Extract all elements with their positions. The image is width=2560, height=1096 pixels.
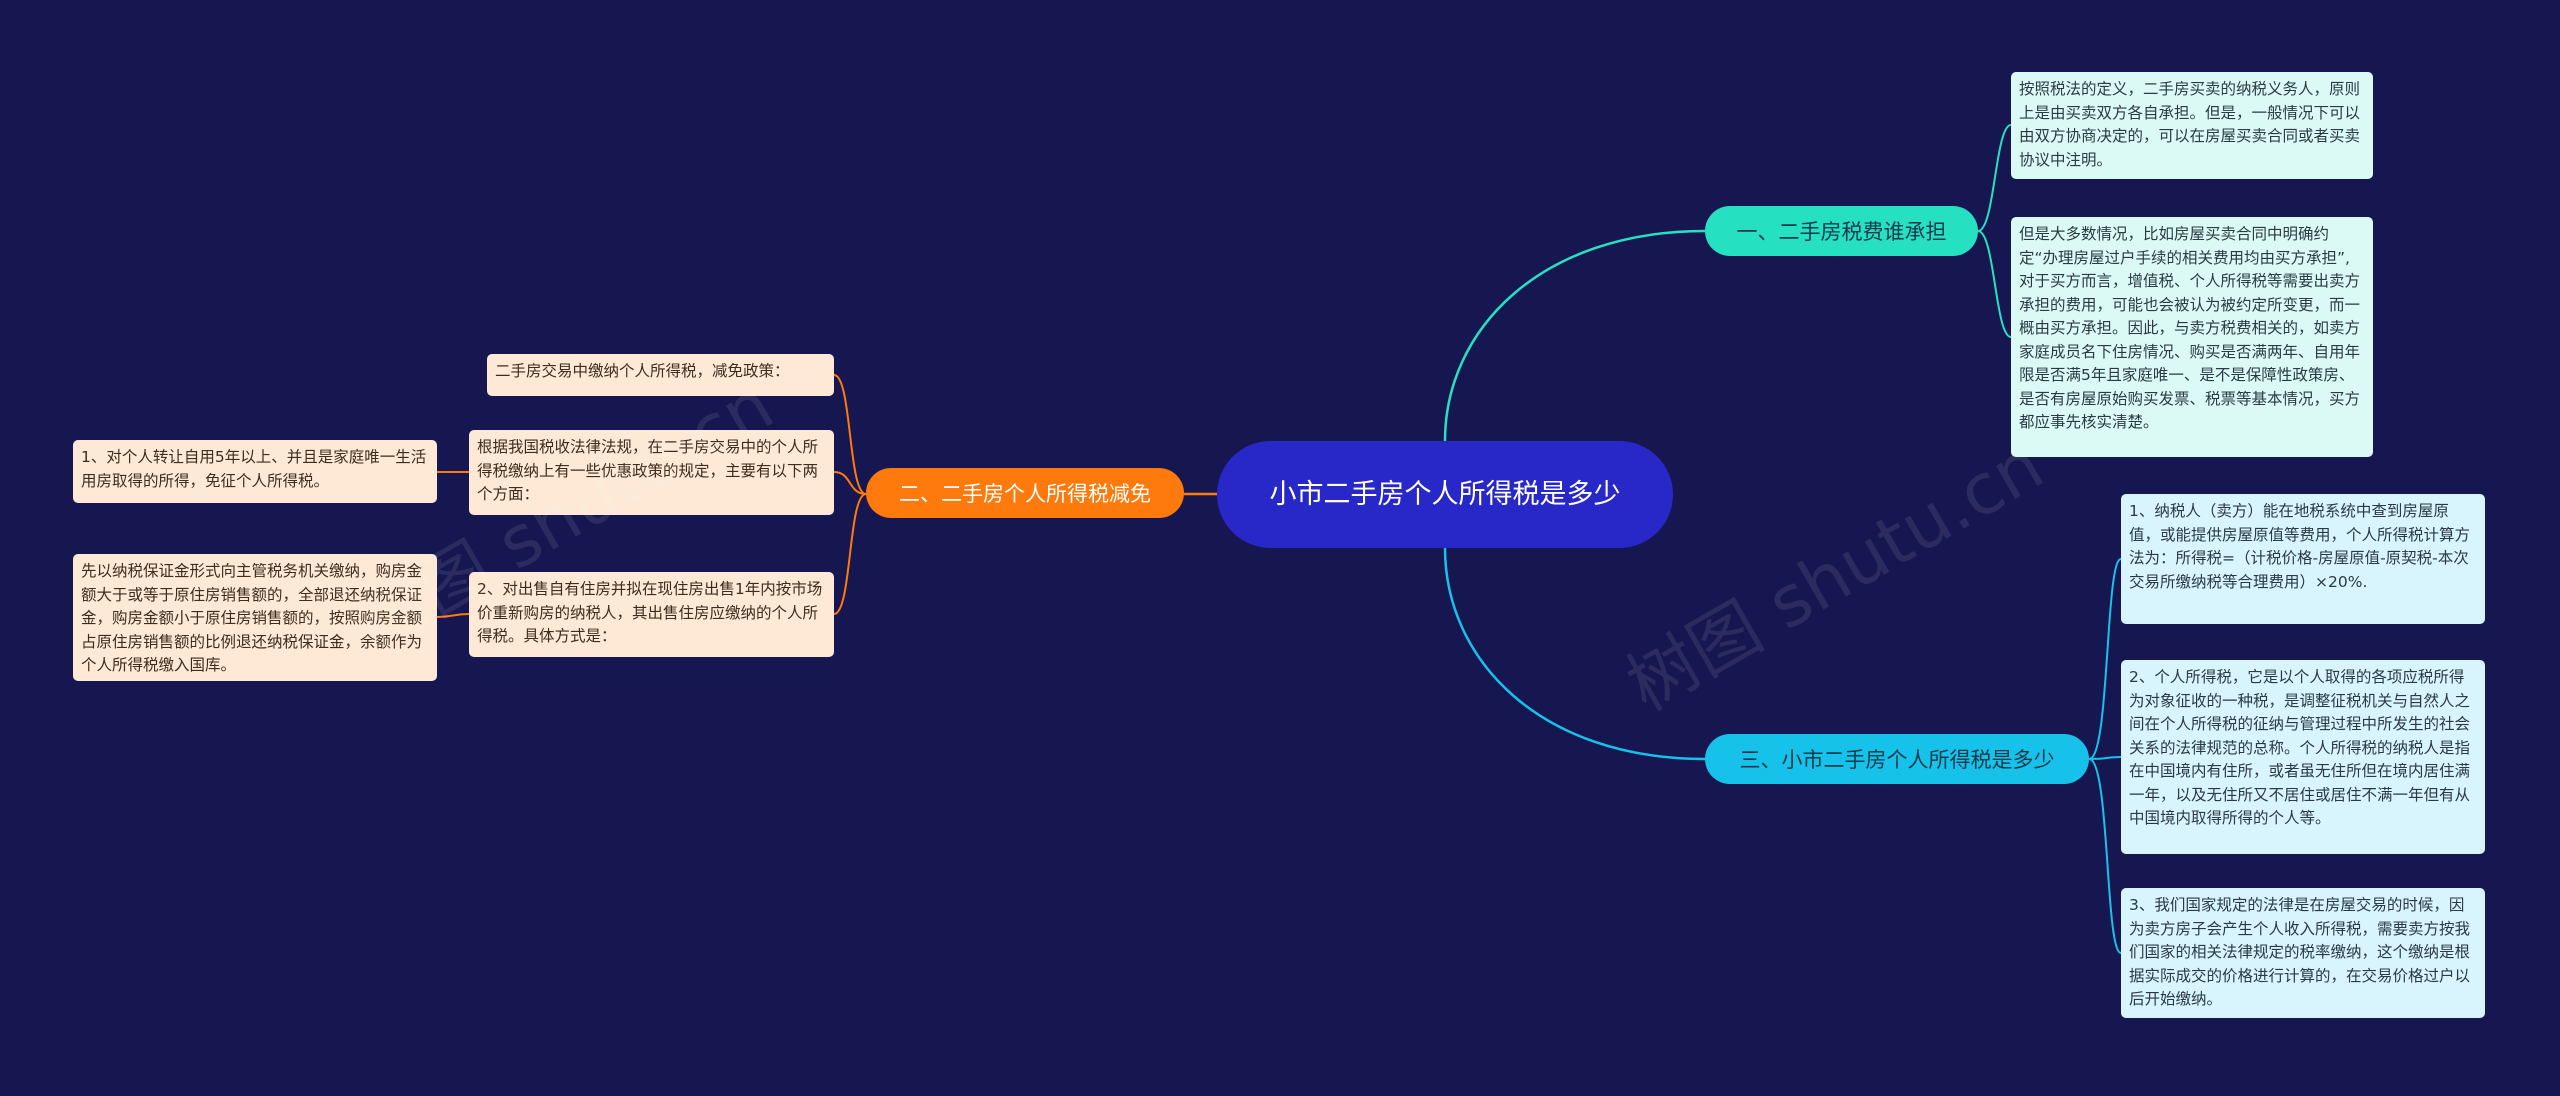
root-topic[interactable]: 小市二手房个人所得税是多少 (1217, 441, 1673, 548)
branch-tax-bearer-label: 一、二手房税费谁承担 (1736, 220, 1947, 244)
leaf-reduction-exemption[interactable]: 1、对个人转让自用5年以上、并且是家庭唯一生活用房取得的所得，免征个人所得税。 (73, 440, 437, 503)
branch-tax-amount-label: 三、小市二手房个人所得税是多少 (1739, 748, 2055, 772)
branch-tax-bearer[interactable]: 一、二手房税费谁承担 (1705, 206, 1978, 256)
link-root-b3 (1443, 547, 1706, 761)
link-b1-l1a (1977, 124, 2012, 232)
link-b2-l2b (833, 471, 867, 495)
leaf-reduction-rebuy[interactable]: 2、对出售自有住房并拟在现住房出售1年内按市场价重新购房的纳税人，其出售住房应缴… (469, 572, 834, 657)
leaf-tax-bearer-contract[interactable]: 但是大多数情况，比如房屋买卖合同中明确约定“办理房屋过户手续的相关费用均由买方承… (2011, 217, 2373, 457)
leaf-amount-definition[interactable]: 2、个人所得税，它是以个人取得的各项应税所得为对象征收的一种税，是调整征税机关与… (2121, 660, 2485, 854)
branch-tax-amount[interactable]: 三、小市二手房个人所得税是多少 (1705, 734, 2089, 784)
link-b2-l2c (833, 493, 867, 615)
link-b3-l3b (2088, 756, 2122, 760)
link-b1-l1b (1977, 230, 2012, 338)
leaf-reduction-policy[interactable]: 二手房交易中缴纳个人所得税，减免政策： (487, 354, 834, 396)
leaf-amount-law[interactable]: 3、我们国家规定的法律是在房屋交易的时候，因为卖方房子会产生个人收入所得税，需要… (2121, 888, 2485, 1018)
leaf-amount-formula[interactable]: 1、纳税人（卖方）能在地税系统中查到房屋原值，或能提供房屋原值等费用，个人所得税… (2121, 494, 2485, 624)
link-root-b1 (1443, 229, 1706, 442)
root-topic-label: 小市二手房个人所得税是多少 (1269, 478, 1621, 510)
link-b3-l3c (2088, 758, 2122, 954)
branch-tax-reduction[interactable]: 二、二手房个人所得税减免 (866, 468, 1184, 518)
leaf-reduction-rules[interactable]: 根据我国税收法律法规，在二手房交易中的个人所得税缴纳上有一些优惠政策的规定，主要… (469, 430, 834, 515)
link-l2c-l2e (436, 613, 470, 618)
leaf-reduction-deposit[interactable]: 先以纳税保证金形式向主管税务机关缴纳，购房金额大于或等于原住房销售额的，全部退还… (73, 554, 437, 681)
link-b3-l3a (2088, 558, 2122, 760)
link-b2-l2a (833, 374, 867, 495)
branch-tax-reduction-label: 二、二手房个人所得税减免 (899, 482, 1151, 506)
leaf-tax-bearer-definition[interactable]: 按照税法的定义，二手房买卖的纳税义务人，原则上是由买卖双方各自承担。但是，一般情… (2011, 72, 2373, 179)
